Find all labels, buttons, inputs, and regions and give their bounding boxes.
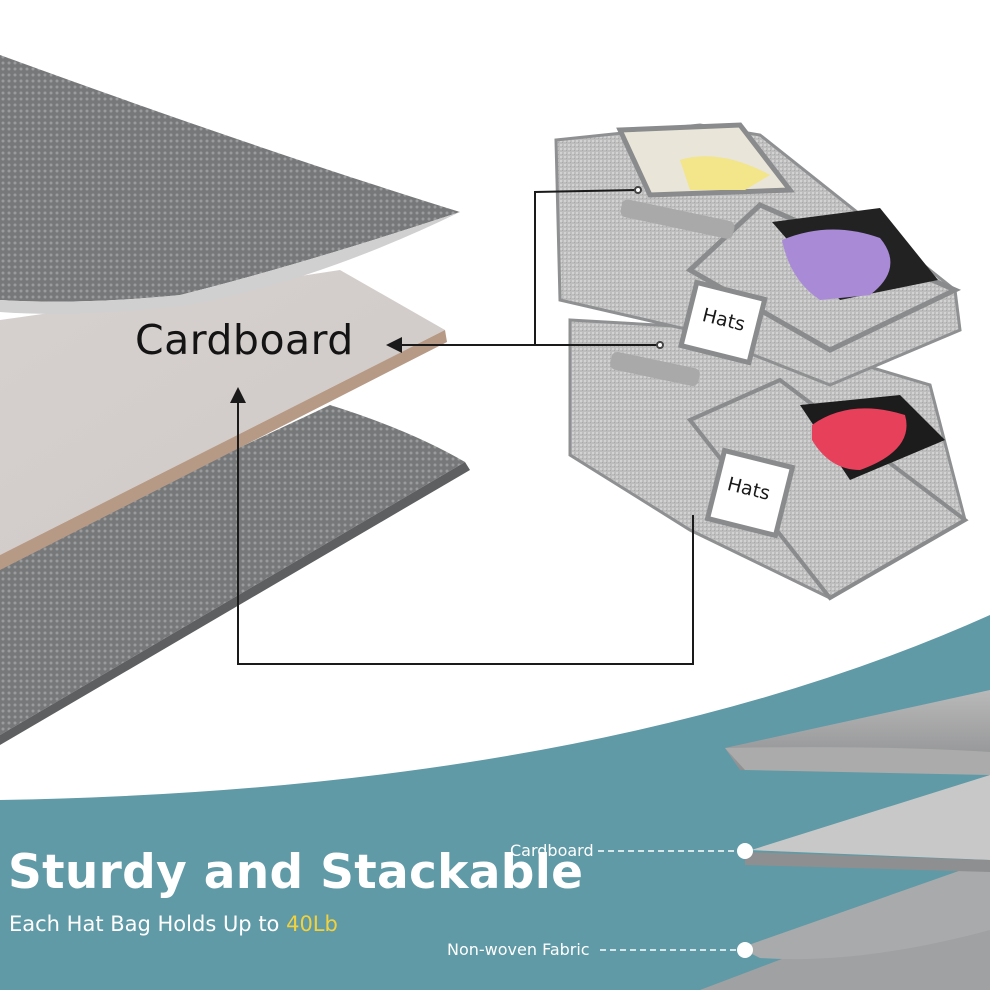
top-hats-label-card <box>678 279 768 366</box>
cardboard-layer <box>0 270 445 555</box>
teal-banner <box>0 615 990 990</box>
subline: Each Hat Bag Holds Up to 40Lb <box>9 912 338 936</box>
left-layer-stack <box>0 55 470 745</box>
cardboard-layer-label: Cardboard <box>510 841 594 860</box>
fabric-layer-label: Non-woven Fabric <box>447 940 590 959</box>
headline: Sturdy and Stackable <box>8 845 584 900</box>
bottom-hats-label-card <box>704 447 796 539</box>
leader-lines <box>598 850 742 951</box>
connector-lines <box>230 186 694 665</box>
top-fabric-layer <box>0 55 460 302</box>
bottom-fabric-layer <box>0 405 465 735</box>
storage-boxes <box>554 122 969 601</box>
bottom-right-layers <box>700 690 990 990</box>
arrow-head-left <box>386 337 402 353</box>
cardboard-callout-label: Cardboard <box>135 316 354 364</box>
subline-text: Each Hat Bag Holds Up to <box>9 912 287 936</box>
fabric-leader-dot <box>737 942 753 958</box>
weight-capacity: 40Lb <box>286 912 338 936</box>
cardboard-leader-dot <box>737 843 753 859</box>
arrow-head-up <box>230 387 246 403</box>
connector-bottom <box>237 402 694 665</box>
connector-top <box>400 189 639 346</box>
